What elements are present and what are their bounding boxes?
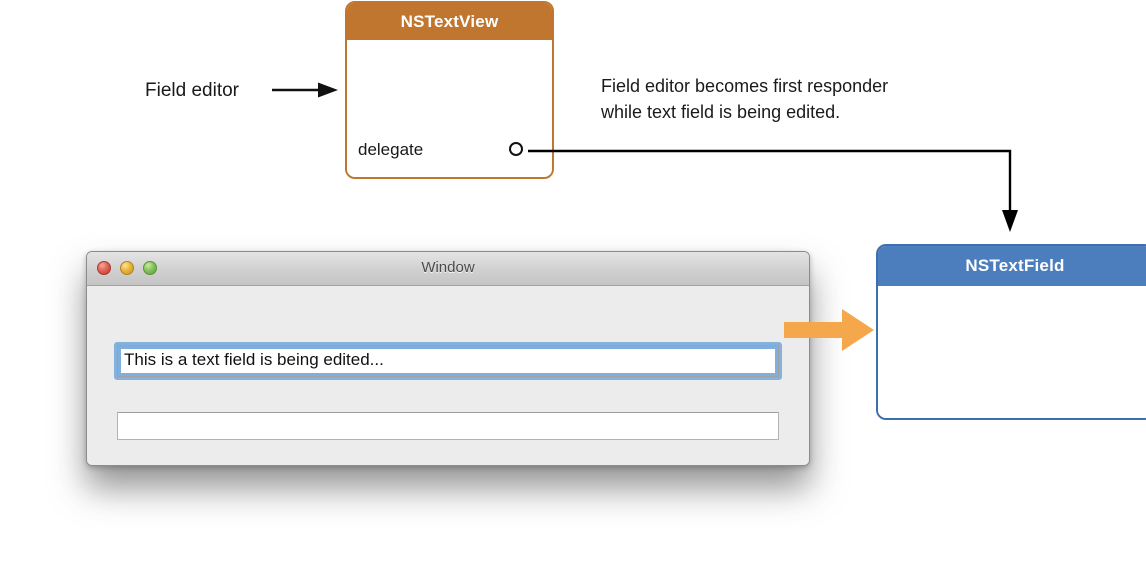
window-title: Window xyxy=(421,259,475,276)
nstextview-body: delegate xyxy=(347,40,552,177)
window-content: This is a text field is being edited... xyxy=(87,286,809,465)
annotation-line-2: while text field is being edited. xyxy=(601,102,841,122)
arrow-down-icon xyxy=(1002,210,1018,232)
block-arrow-right-icon xyxy=(784,309,874,351)
nstextview-object-box[interactable]: NSTextView delegate xyxy=(345,1,554,179)
annotation-text: Field editor becomes first responder whi… xyxy=(601,73,1021,125)
empty-text-field[interactable] xyxy=(117,412,779,440)
window-titlebar[interactable]: Window xyxy=(87,252,809,286)
minimize-button[interactable] xyxy=(120,261,134,275)
delegate-outlet-label: delegate xyxy=(358,140,424,159)
focused-text-field[interactable]: This is a text field is being edited... xyxy=(117,345,779,377)
close-button[interactable] xyxy=(97,261,111,275)
nstextview-title: NSTextView xyxy=(347,3,552,40)
traffic-lights[interactable] xyxy=(97,261,157,275)
arrow-right-icon xyxy=(272,82,338,98)
field-editor-callout-label: Field editor xyxy=(145,80,239,101)
connection-dot-icon[interactable] xyxy=(509,142,523,156)
annotation-line-1: Field editor becomes first responder xyxy=(601,76,889,96)
delegate-outlet-row[interactable]: delegate xyxy=(347,139,552,161)
delegate-to-textfield-connector xyxy=(528,149,1018,232)
zoom-button[interactable] xyxy=(143,261,157,275)
mac-window[interactable]: Window This is a text field is being edi… xyxy=(86,251,810,466)
nstextfield-title: NSTextField xyxy=(878,246,1146,286)
nstextfield-body xyxy=(878,286,1146,418)
nstextfield-object-box[interactable]: NSTextField xyxy=(876,244,1146,420)
